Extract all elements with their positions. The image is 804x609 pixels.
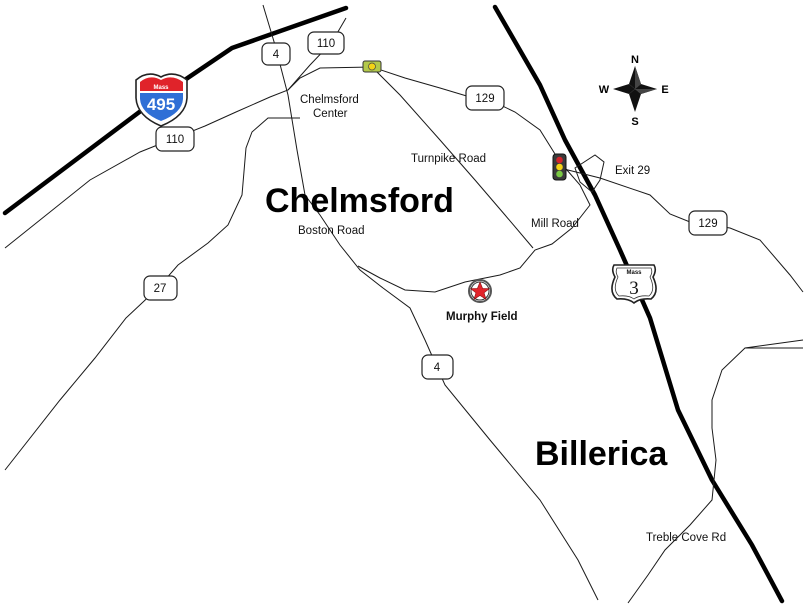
route-3-state-label: Mass	[626, 270, 642, 276]
exit-29-label: Exit 29	[615, 165, 650, 177]
traffic-light-icon	[362, 60, 382, 73]
interstate-number: 495	[147, 95, 175, 114]
compass-rose-icon: N S E W	[599, 54, 669, 128]
route-110-north-shield[interactable]: 110	[307, 31, 345, 55]
mill-road	[357, 161, 591, 293]
route-129-north-shield[interactable]: 129	[465, 85, 505, 111]
town-label-billerica: Billerica	[535, 435, 668, 473]
route-110-west-shield[interactable]: 110	[155, 126, 195, 152]
route-27-shield[interactable]: 27	[143, 275, 178, 301]
compass-east-label: E	[661, 84, 668, 96]
compass-west-label: W	[599, 84, 610, 96]
route-3-shield-icon[interactable]: Mass 3	[611, 264, 657, 305]
route-4-south-shield[interactable]: 4	[421, 354, 454, 380]
route-3-number: 3	[629, 278, 639, 299]
route-129-north-number: 129	[475, 93, 494, 105]
chelmsford-center-label-2: Center	[313, 108, 348, 120]
treble-cove-road	[627, 339, 804, 604]
route-27-number: 27	[154, 283, 167, 295]
turnpike-road-label: Turnpike Road	[411, 153, 486, 165]
route-27-road	[4, 117, 300, 471]
route-4-south-number: 4	[434, 362, 441, 374]
chelmsford-center-label: Chelmsford	[300, 94, 359, 106]
route-4-north-road	[262, 4, 434, 359]
route-129-north-road	[371, 66, 561, 163]
turnpike-road	[371, 66, 534, 249]
route-110-road	[4, 17, 347, 249]
boston-road-label: Boston Road	[298, 225, 365, 237]
route-129-east-shield[interactable]: 129	[688, 210, 728, 236]
interstate-495-shield-icon[interactable]: Mass 495	[135, 73, 188, 127]
route-4-north-shield[interactable]: 4	[261, 42, 291, 66]
route-4-north-number: 4	[273, 49, 280, 61]
compass-south-label: S	[631, 116, 638, 128]
traffic-signal-icon	[552, 153, 567, 181]
route-110-north-road	[287, 66, 373, 91]
murphy-field-label: Murphy Field	[446, 311, 518, 323]
exit-29-ramps	[574, 154, 605, 193]
route-129-east-road	[559, 167, 804, 293]
route-110-west-number: 110	[166, 134, 184, 146]
route-129-east-number: 129	[698, 218, 717, 230]
mill-road-label: Mill Road	[531, 218, 579, 230]
route-110-north-number: 110	[317, 38, 335, 50]
interstate-495-road	[2, 5, 349, 216]
compass-north-label: N	[631, 54, 639, 66]
treble-cove-rd-label: Treble Cove Rd	[646, 532, 726, 544]
town-label-chelmsford: Chelmsford	[265, 182, 454, 220]
interstate-state-label: Mass	[153, 85, 169, 91]
route-4-south-road	[432, 357, 599, 601]
murphy-field-marker-icon[interactable]	[468, 279, 492, 303]
